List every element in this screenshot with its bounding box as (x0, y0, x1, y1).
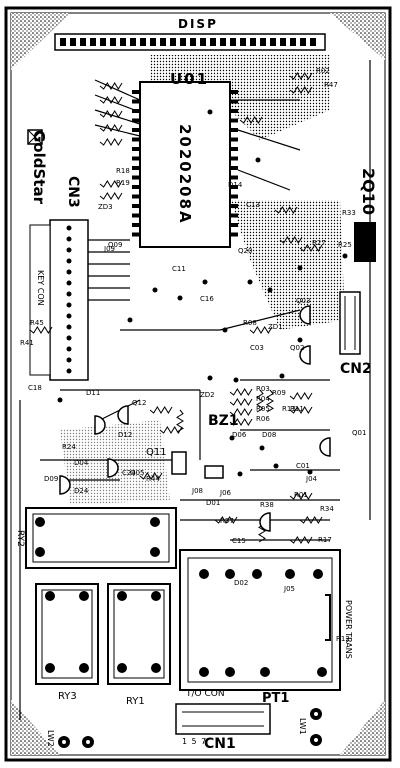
crystal-q11 (171, 451, 224, 479)
ref-q01: Q01 (352, 429, 367, 437)
lw2-label: LW2 (46, 730, 55, 747)
ic-u01 (132, 81, 238, 248)
ic-part-label: 2020208A (176, 124, 194, 225)
ref-r44: R44 (146, 475, 160, 483)
ref-j08: J08 (192, 487, 203, 495)
t-o-con-label: T/O CON (186, 689, 225, 699)
ref-c16: C16 (200, 295, 214, 303)
pt1-label: PT1 (262, 691, 290, 706)
solder-pads (57, 109, 348, 477)
power-trans-label: POWER TRANS (344, 600, 353, 659)
ry1-label: RY1 (126, 696, 145, 707)
ry3-label: RY3 (58, 691, 77, 702)
corner-texture (11, 13, 70, 70)
ref-zd3: ZD3 (98, 203, 113, 211)
ref-zd1: ZD1 (268, 323, 283, 331)
ref-r02: R02 (316, 67, 330, 75)
ref-r05: R05 (256, 405, 270, 413)
ref-c24: C24 (122, 469, 136, 477)
goldstar-logo-icon (27, 129, 43, 145)
ref-r33: R33 (342, 209, 356, 217)
ref-zd2: ZD2 (200, 391, 215, 399)
ref-r09: R09 (272, 389, 286, 397)
ref-q03: Q03 (296, 297, 311, 305)
model-code-label: 2Q10 (359, 168, 378, 215)
t-o-connector (175, 703, 271, 735)
ref-r37: R37 (220, 517, 234, 525)
cn2-label: CN2 (340, 361, 372, 377)
ref-r45: R45 (30, 319, 44, 327)
transistor-symbols (59, 305, 331, 532)
ref-q09: Q09 (108, 241, 123, 249)
ref-d04: D04 (74, 459, 89, 467)
ic-name-label: U01 (170, 70, 210, 88)
lw1-label: LW1 (298, 718, 307, 735)
brand-label: GoldStar (30, 130, 48, 204)
cn1-label: CN1 (204, 736, 236, 752)
ref-r38: R38 (260, 501, 274, 509)
ref-q02: Q02 (290, 344, 305, 352)
ref-q20: Q20 (238, 247, 253, 255)
cn3-connector (29, 219, 89, 381)
ref-c01: C01 (296, 462, 310, 470)
relay-ry3 (35, 583, 99, 685)
bz1-label: BZ1 (208, 413, 239, 429)
key-con-label: KEY CON (36, 270, 45, 306)
ref-j09: J09 (104, 245, 115, 253)
lw1-pads (310, 708, 322, 746)
ref-d12: D12 (118, 431, 133, 439)
marker-block (354, 222, 376, 262)
ref-c18: C18 (28, 384, 42, 392)
ref-r19: R19 (116, 179, 130, 187)
ref-d06: D06 (232, 431, 247, 439)
ref-j06: J06 (220, 489, 231, 497)
ref-d11: D11 (86, 389, 101, 397)
ref-r12: R12 (336, 635, 350, 643)
ry2-label: RY2 (15, 530, 25, 547)
relay-ry1 (107, 583, 171, 685)
ref-j05: J05 (284, 585, 295, 593)
ref-r27: R27 (312, 239, 326, 247)
ref-c13: C13 (246, 201, 260, 209)
relay-ry2 (25, 507, 177, 569)
ref-r17: R17 (318, 536, 332, 544)
ref-r01: R01 (294, 491, 308, 499)
ref-d14: D14 (228, 181, 243, 189)
ref-r13: R13 (282, 405, 296, 413)
ref-d24: D24 (74, 487, 89, 495)
cn1-pins-label: 1 5 7 (182, 737, 207, 746)
cn2-connector (339, 291, 361, 355)
ref-r04: R04 (256, 395, 270, 403)
ref-r03: R03 (256, 385, 270, 393)
disp-connector (54, 33, 326, 51)
ref-r11: R11 (290, 405, 304, 413)
ref-r25: R25 (338, 241, 352, 249)
ref-q12: Q12 (132, 399, 147, 407)
ref-j04: J04 (306, 475, 317, 483)
ref-c15: C15 (232, 537, 246, 545)
ref-r06: R06 (256, 415, 270, 423)
transformer-pt1 (179, 549, 341, 691)
ref-r47: R47 (324, 81, 338, 89)
ref-r08: R08 (243, 319, 257, 327)
ref-c11: C11 (172, 265, 186, 273)
ref-r24: R24 (62, 443, 76, 451)
ref-r41: R41 (20, 339, 34, 347)
ref-r18: R18 (116, 167, 130, 175)
cn3-label: CN3 (65, 176, 81, 208)
lw2-pads (58, 736, 94, 748)
ref-d02: D02 (234, 579, 249, 587)
ref-r34: R34 (320, 505, 334, 513)
crystal-label: Q11 (146, 447, 167, 458)
ref-d08: D08 (262, 431, 277, 439)
ref-c03: C03 (250, 344, 264, 352)
ref-d09: D09 (44, 475, 59, 483)
ref-d01: D01 (206, 499, 221, 507)
ref-q05: Q05 (130, 469, 145, 477)
copper-area (150, 55, 330, 140)
disp-label: DISP (178, 17, 218, 31)
